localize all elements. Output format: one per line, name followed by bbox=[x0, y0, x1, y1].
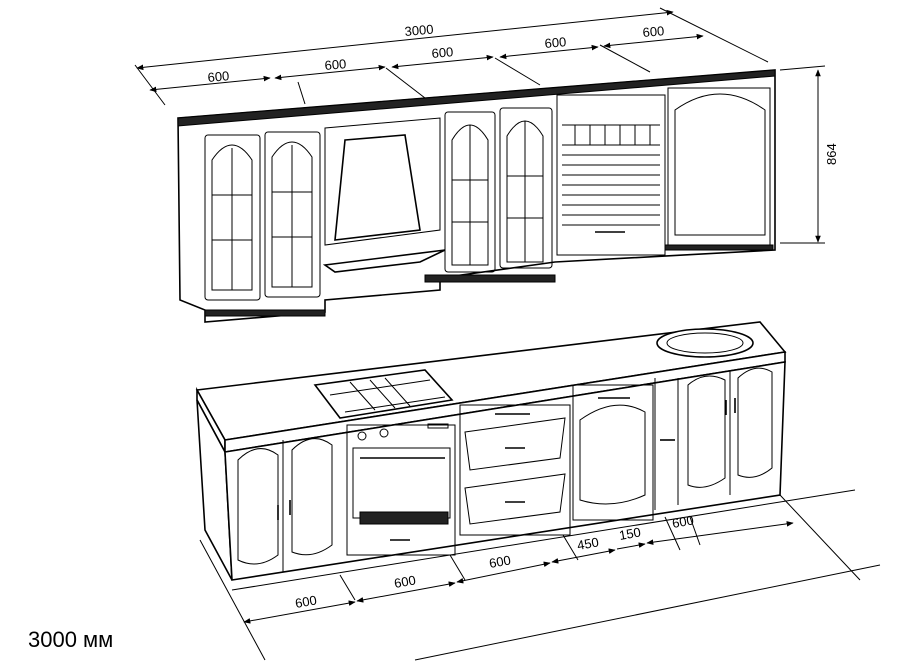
upper-cabinets bbox=[177, 69, 776, 323]
dim-upper-section-1: 600 bbox=[207, 68, 230, 85]
gas-hob bbox=[313, 369, 454, 419]
upper-arched-cabinet-right bbox=[664, 87, 774, 251]
dim-upper-section-5: 600 bbox=[642, 23, 665, 40]
dim-upper-section-2: 600 bbox=[324, 56, 347, 73]
dim-upper-section-4: 600 bbox=[544, 34, 567, 51]
upper-dimensions: 3000 600 600 600 600 600 864 bbox=[134, 7, 839, 244]
oven bbox=[346, 423, 456, 556]
sink bbox=[656, 328, 754, 358]
range-hood bbox=[322, 117, 446, 273]
total-length-caption: 3000 мм bbox=[28, 627, 114, 652]
base-cabinet-right bbox=[687, 367, 773, 495]
dishwasher-cabinet bbox=[572, 384, 654, 521]
dim-lower-section-4: 450 bbox=[576, 534, 600, 553]
dim-lower-section-3: 600 bbox=[488, 552, 512, 571]
narrow-cabinet bbox=[654, 378, 679, 510]
lower-cabinets bbox=[195, 321, 787, 581]
upper-glass-cabinet-middle bbox=[424, 107, 556, 283]
dim-lower-section-6: 600 bbox=[671, 512, 695, 531]
upper-glass-cabinet-left bbox=[204, 131, 326, 317]
lower-dimensions: 600 600 600 450 150 600 bbox=[199, 489, 881, 661]
dim-upper-section-3: 600 bbox=[431, 44, 454, 61]
upper-roller-shutter-cabinet bbox=[556, 94, 666, 256]
dim-line-total bbox=[136, 9, 674, 71]
base-drawers bbox=[459, 404, 571, 536]
dim-lower-section-5: 150 bbox=[618, 524, 642, 543]
upper-cornice bbox=[177, 69, 776, 127]
dim-lower-section-1: 600 bbox=[294, 592, 318, 611]
dim-total-width: 3000 bbox=[404, 22, 434, 39]
dim-lower-section-2: 600 bbox=[393, 572, 417, 591]
base-cabinet-left bbox=[237, 438, 333, 572]
dim-upper-height: 864 bbox=[824, 143, 839, 165]
